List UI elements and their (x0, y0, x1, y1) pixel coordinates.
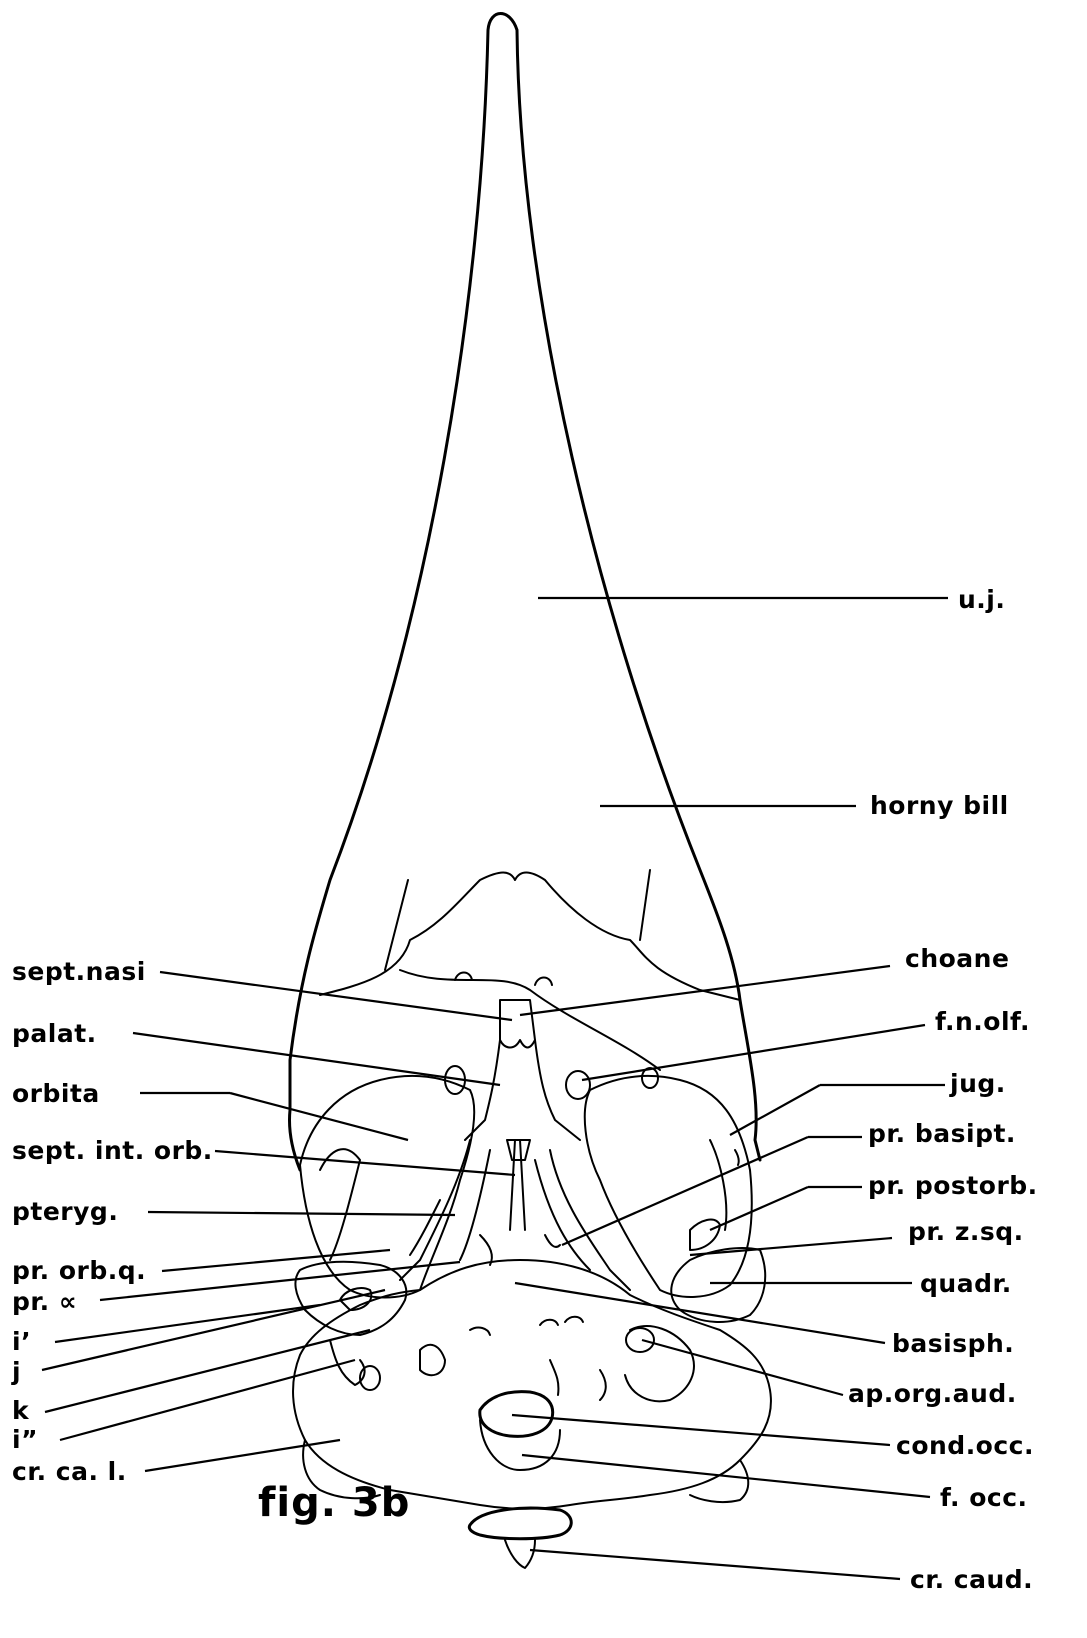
label-i-prime: i’ (12, 1328, 31, 1356)
leader-crcaud (530, 1550, 900, 1579)
leader-condocc (512, 1415, 890, 1445)
label-choane: choane (905, 945, 1009, 973)
leader-focc (522, 1455, 930, 1497)
label-pr-alpha: pr. ∝ (12, 1288, 77, 1316)
label-uj: u.j. (958, 586, 1005, 614)
figure-caption: fig. 3b (258, 1480, 410, 1526)
label-basisph: basisph. (892, 1330, 1014, 1358)
label-horny-bill: horny bill (870, 792, 1009, 820)
label-cr-ca-l: cr. ca. l. (12, 1458, 127, 1486)
label-cond-occ: cond.occ. (896, 1432, 1034, 1460)
label-sept-nasi: sept.nasi (12, 958, 146, 986)
leader-orbita-2 (230, 1093, 408, 1140)
leader-septintorb (215, 1151, 515, 1175)
bill-base (320, 873, 740, 1001)
crista-caudalis (469, 1508, 571, 1539)
leader-zsq (690, 1238, 892, 1255)
label-ap-org-aud: ap.org.aud. (848, 1380, 1017, 1408)
label-quadr: quadr. (920, 1270, 1012, 1298)
leader-choane (520, 966, 890, 1015)
label-jug: jug. (950, 1070, 1006, 1098)
label-pr-orb-q: pr. orb.q. (12, 1257, 146, 1285)
condylus-occipitalis (480, 1392, 553, 1437)
label-k: k (12, 1397, 29, 1425)
leader-jug (730, 1085, 820, 1135)
pterygoid-left (400, 1140, 490, 1280)
leader-basisph (515, 1283, 885, 1343)
label-orbita: orbita (12, 1080, 100, 1108)
label-f-occ: f. occ. (940, 1484, 1028, 1512)
ap-org-aud-shape (626, 1328, 654, 1352)
bill-outline (289, 14, 760, 1171)
leader-crcal (145, 1440, 340, 1471)
label-i-dprime: i” (12, 1426, 38, 1454)
label-sept-int-orb: sept. int. orb. (12, 1137, 213, 1165)
septum-nasi (500, 1000, 535, 1048)
leader-prorbq (162, 1250, 390, 1271)
label-palat: palat. (12, 1020, 97, 1048)
right-orbit (585, 1076, 752, 1297)
label-pteryg: pteryg. (12, 1198, 118, 1226)
label-f-n-olf: f.n.olf. (935, 1008, 1030, 1036)
label-pr-basipt: pr. basipt. (868, 1120, 1016, 1148)
label-pr-postorb: pr. postorb. (868, 1172, 1038, 1200)
label-j: j (12, 1358, 21, 1386)
label-cr-caud: cr. caud. (910, 1566, 1033, 1594)
leader-basipt (562, 1137, 808, 1245)
leader-palat (133, 1033, 500, 1085)
leader-aporgaud (642, 1340, 843, 1395)
label-pr-z-sq: pr. z.sq. (908, 1218, 1024, 1246)
leader-pteryg (148, 1212, 455, 1215)
